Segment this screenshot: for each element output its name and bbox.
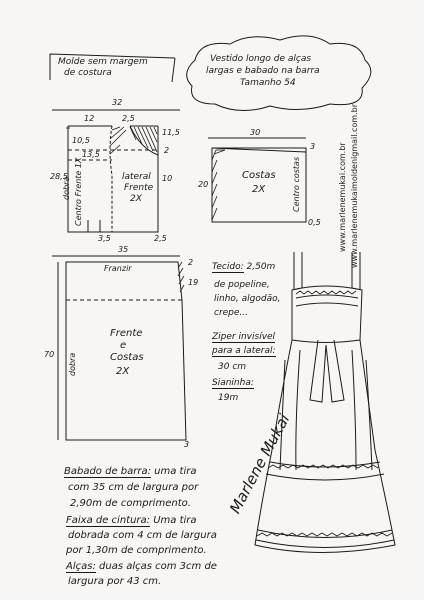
elastic-title: Sianinha: <box>212 378 254 389</box>
back-width-30: 30 <box>250 128 261 137</box>
front-h2: 2 <box>164 146 170 155</box>
front-fold-word: dobra <box>62 176 71 200</box>
skirt-gather: Franzir <box>104 264 132 273</box>
front-h115: 11,5 <box>162 128 180 137</box>
fabric-line3: linho, algodão, <box>214 294 281 304</box>
back-center-label: Centro costas <box>292 156 301 212</box>
fabric-line2: de popeline, <box>214 280 270 290</box>
skirt-piece <box>52 255 187 441</box>
ruffle-note: Babado de barra: uma tira <box>64 466 197 478</box>
zipper-title: Ziper invisível <box>212 332 276 343</box>
front-lateral-3: 2X <box>130 194 142 204</box>
front-b35: 3,5 <box>98 234 111 243</box>
title-line3: Tamanho 54 <box>240 78 296 88</box>
straps-rest: duas alças com 3cm de <box>95 561 217 572</box>
back-label-2: 2X <box>252 184 266 195</box>
skirt-label-3: Costas <box>110 352 144 363</box>
ruffle-rest: uma tira <box>150 466 197 477</box>
title-line2: largas e babado na barra <box>206 66 320 76</box>
header-box-lines <box>49 53 176 83</box>
front-lateral-2: Frente <box>124 183 154 193</box>
front-w105: 10,5 <box>72 136 90 145</box>
front-width-32: 32 <box>112 98 123 107</box>
straps-line2: largura por 43 cm. <box>68 576 162 587</box>
straps-note: Alças: duas alças com 3cm de <box>66 561 217 573</box>
back-h3: 3 <box>310 142 316 151</box>
front-w25: 2,5 <box>122 114 135 123</box>
watermark-site: www.marlenemukai.com.br <box>338 142 347 252</box>
sash-line2: dobrada com 4 cm de largura <box>68 530 217 541</box>
back-bodice-piece <box>208 137 307 223</box>
fabric-amount: 2,50m <box>246 262 276 272</box>
sash-rest: Uma tira <box>150 515 197 526</box>
dress-illustration <box>254 252 396 553</box>
watermark-email: www.marlenemukaimoldenigmail.com.br <box>350 104 359 268</box>
skirt-width-35: 35 <box>118 245 129 254</box>
front-h285: 28,5 <box>50 172 68 181</box>
skirt-label-1: Frente <box>110 328 143 339</box>
zipper-line3: 30 cm <box>218 362 247 372</box>
front-lateral-1: lateral <box>122 172 151 182</box>
front-bodice-piece <box>52 109 180 233</box>
front-b25: 2,5 <box>154 234 167 243</box>
sash-title: Faixa de cintura: <box>66 515 151 527</box>
fabric-note-title: Tecido: 2,50m <box>212 262 276 273</box>
title-cloud <box>186 35 372 111</box>
skirt-hatching <box>177 261 185 293</box>
front-w135: 13,5 <box>82 150 100 159</box>
sash-note: Faixa de cintura: Uma tira <box>66 515 197 527</box>
header-box-line2: de costura <box>64 68 112 78</box>
front-h10: 10 <box>162 174 173 183</box>
fabric-title: Tecido: <box>212 262 244 273</box>
back-hatching <box>211 149 226 221</box>
skirt-fold: dobra <box>68 352 77 376</box>
skirt-h70: 70 <box>44 350 55 359</box>
skirt-label-2: e <box>120 340 127 351</box>
header-box-line1: Molde sem margem <box>58 57 148 67</box>
back-h05: 0,5 <box>308 218 321 227</box>
front-w12: 12 <box>84 114 95 123</box>
back-label-1: Costas <box>242 170 276 181</box>
front-hatching <box>66 126 158 155</box>
ruffle-line2: com 35 cm de largura por <box>68 482 199 493</box>
skirt-label-4: 2X <box>116 366 130 377</box>
front-fold-label: Centro Frente 1X <box>74 157 83 227</box>
ruffle-title: Babado de barra: <box>64 466 151 478</box>
zipper-line2: para a lateral: <box>212 346 276 357</box>
elastic-line2: 19m <box>218 393 239 403</box>
fabric-line4: crepe... <box>214 308 249 318</box>
back-h20: 20 <box>198 180 209 189</box>
sash-line3: por 1,30m de comprimento. <box>66 545 207 556</box>
skirt-h2: 2 <box>188 258 194 267</box>
skirt-b3: 3 <box>184 440 190 449</box>
title-line1: Vestido longo de alças <box>210 54 312 64</box>
sianinha-trim <box>256 290 393 537</box>
ruffle-line3: 2,90m de comprimento. <box>70 498 191 509</box>
straps-title: Alças: <box>66 561 96 573</box>
skirt-h19: 19 <box>188 278 199 287</box>
